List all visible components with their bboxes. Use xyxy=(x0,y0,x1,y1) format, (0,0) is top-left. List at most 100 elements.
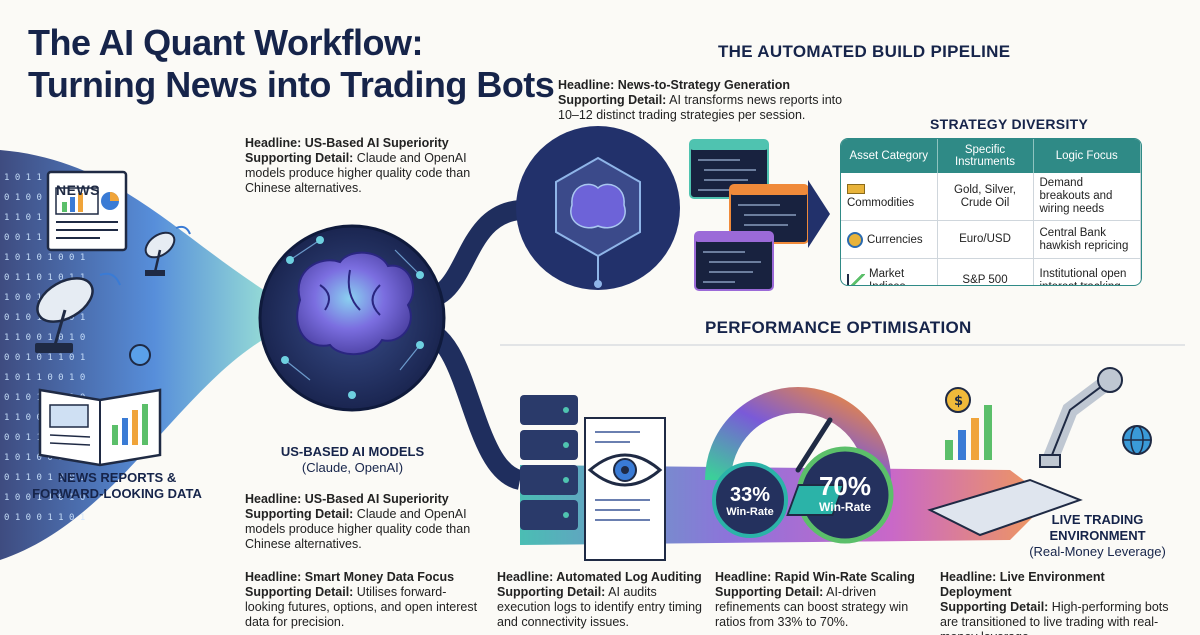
svg-text:0 1 0 0 1 1 0 1: 0 1 0 0 1 1 0 1 xyxy=(4,513,85,523)
eye-icon xyxy=(587,453,663,487)
strategy-diversity-table: Asset Category Specific Instruments Logi… xyxy=(840,138,1142,286)
column-header: Specific Instruments xyxy=(937,139,1034,173)
label-line: LIVE TRADING xyxy=(1051,512,1144,527)
server-icon xyxy=(520,395,578,530)
instruments-cell: Gold, Silver, Crude Oil xyxy=(937,173,1034,221)
table-row: Commodities Gold, Silver, Crude Oil Dema… xyxy=(841,173,1141,221)
network-node-icon xyxy=(129,344,151,366)
win-rate-gauge xyxy=(705,387,894,544)
section-title-pipeline: THE AUTOMATED BUILD PIPELINE xyxy=(718,42,1011,61)
block-detail: AI audits execution logs to identify ent… xyxy=(497,585,702,629)
block-detail: Claude and OpenAI models produce higher … xyxy=(245,151,471,195)
svg-text:1 0 0 1 1 0 1 0: 1 0 0 1 1 0 1 0 xyxy=(4,493,85,503)
svg-text:1 0 1 0 1 0 0 1: 1 0 1 0 1 0 0 1 xyxy=(4,253,85,263)
label-line: FORWARD-LOOKING DATA xyxy=(32,486,202,501)
strategy-brain-icon xyxy=(516,126,680,290)
audit-document-icon xyxy=(584,417,666,561)
svg-text:0 0 1 1 0 1 1 0: 0 0 1 1 0 1 1 0 xyxy=(4,233,85,243)
page-title: The AI Quant Workflow: Turning News into… xyxy=(28,22,555,106)
title-line-1: The AI Quant Workflow: xyxy=(28,22,423,63)
coin-icon xyxy=(847,231,863,248)
win-rate-label: Win-Rate xyxy=(726,506,774,518)
label-line: ENVIRONMENT xyxy=(1049,528,1146,543)
block-detail-label: Supporting Detail: xyxy=(245,151,354,165)
category-name: Market Indices xyxy=(869,267,905,286)
svg-text:0 1 1 0 1 0 0 1: 0 1 1 0 1 0 0 1 xyxy=(4,473,85,483)
svg-text:0 0 1 0 1 1 0 1: 0 0 1 0 1 1 0 1 xyxy=(4,353,85,363)
category-name: Commodities xyxy=(847,196,915,209)
logic-cell: Institutional open interest tracking xyxy=(1033,258,1141,285)
block-detail-label: Supporting Detail: xyxy=(558,93,667,107)
svg-text:1 1 0 1 0 1 0 0: 1 1 0 1 0 1 0 0 xyxy=(4,213,85,223)
block-detail-label: Supporting Detail: xyxy=(940,600,1049,614)
label-line: US-BASED AI MODELS xyxy=(280,444,425,459)
code-window-icon xyxy=(694,231,774,291)
code-window-icon xyxy=(689,139,769,199)
smart-money-block: Headline: Smart Money Data Focus Support… xyxy=(245,570,485,630)
win-rate-label: Win-Rate xyxy=(819,500,871,514)
category-cell: Market Indices xyxy=(841,258,938,286)
block-headline: Headline: Automated Log Auditing xyxy=(497,570,702,584)
win-rate-value: 33% xyxy=(729,484,771,506)
live-deployment-block: Headline: Live Environment Deployment Su… xyxy=(940,570,1175,635)
block-detail: Claude and OpenAI models produce higher … xyxy=(245,507,471,551)
block-detail-label: Supporting Detail: xyxy=(245,585,354,599)
category-cell: Commodities xyxy=(841,173,938,221)
block-headline: Headline: Live Environment Deployment xyxy=(940,570,1105,599)
svg-text:0 1 0 0 1 1 0 1: 0 1 0 0 1 1 0 1 xyxy=(4,193,85,203)
block-detail-label: Supporting Detail: xyxy=(245,507,354,521)
section-title-performance: PERFORMANCE OPTIMISATION xyxy=(705,318,972,337)
live-environment-label: LIVE TRADING ENVIRONMENT (Real-Money Lev… xyxy=(1015,512,1180,560)
table-header-row: Asset Category Specific Instruments Logi… xyxy=(841,139,1141,173)
us-models-label: US-BASED AI MODELS (Claude, OpenAI) xyxy=(270,444,435,476)
table-row: Currencies Euro/USD Central Bank hawkish… xyxy=(841,220,1141,259)
block-headline: Headline: News-to-Strategy Generation xyxy=(558,78,790,92)
gold-bars-icon xyxy=(847,184,865,195)
svg-text:0 1 1 0 1 0 1 1: 0 1 1 0 1 0 1 1 xyxy=(4,273,85,283)
ai-superiority-block-bottom: Headline: US-Based AI Superiority Suppor… xyxy=(245,492,485,552)
column-header: Asset Category xyxy=(841,139,938,173)
category-name: Currencies xyxy=(867,233,923,246)
block-detail: Utilises forward-looking futures, option… xyxy=(245,585,478,629)
globe-icon xyxy=(1122,425,1152,455)
svg-text:1 0 1 1 0 0 1 0: 1 0 1 1 0 0 1 0 xyxy=(4,173,85,183)
win-rate-before-badge: 33% Win-Rate xyxy=(714,484,786,518)
block-detail: AI transforms news reports into 10–12 di… xyxy=(558,93,843,122)
label-line: NEWS REPORTS & xyxy=(57,470,177,485)
win-rate-after-badge: 70% Win-Rate xyxy=(799,472,891,514)
newspaper-icon xyxy=(46,170,128,252)
log-auditing-block: Headline: Automated Log Auditing Support… xyxy=(497,570,702,630)
column-header: Logic Focus xyxy=(1033,139,1141,173)
open-report-icon xyxy=(38,388,162,467)
svg-text:1 1 0 0 1 0 1 0: 1 1 0 0 1 0 1 0 xyxy=(4,333,85,343)
chart-icon xyxy=(847,273,865,285)
block-detail: High-performing bots are transitioned to… xyxy=(940,600,1169,635)
robotic-arm-icon: $ xyxy=(786,367,1123,537)
instruments-cell: S&P 500 xyxy=(937,258,1034,285)
svg-text:1 0 1 1 0 0 1 0: 1 0 1 1 0 0 1 0 xyxy=(4,373,85,383)
title-line-2: Turning News into Trading Bots xyxy=(28,64,555,105)
news-reports-label: NEWS REPORTS & FORWARD-LOOKING DATA xyxy=(22,470,212,502)
arrow-to-table xyxy=(808,180,830,248)
svg-text:1 0 1 0 0 1 1 0: 1 0 1 0 0 1 1 0 xyxy=(4,453,85,463)
section-title-diversity: STRATEGY DIVERSITY xyxy=(930,116,1089,132)
block-headline: Headline: Rapid Win-Rate Scaling xyxy=(715,570,915,584)
svg-text:$: $ xyxy=(954,394,963,409)
block-detail-label: Supporting Detail: xyxy=(497,585,606,599)
category-cell: Currencies xyxy=(841,220,938,259)
win-rate-value: 70% xyxy=(818,471,872,501)
logic-cell: Demand breakouts and wiring needs xyxy=(1033,173,1141,221)
block-headline: Headline: US-Based AI Superiority xyxy=(245,136,449,150)
block-detail: AI-driven refinements can boost strategy… xyxy=(715,585,909,629)
satellite-dish-large-icon xyxy=(35,272,121,353)
label-line: (Claude, OpenAI) xyxy=(301,460,404,475)
logic-cell: Central Bank hawkish repricing xyxy=(1033,220,1141,259)
ai-brain-icon xyxy=(258,224,446,412)
block-headline: Headline: Smart Money Data Focus xyxy=(245,570,455,584)
satellite-dish-icon xyxy=(144,225,191,276)
table-row: Market Indices S&P 500 Institutional ope… xyxy=(841,258,1141,286)
ai-superiority-block-top: Headline: US-Based AI Superiority Suppor… xyxy=(245,136,485,196)
block-detail-label: Supporting Detail: xyxy=(715,585,824,599)
win-rate-block: Headline: Rapid Win-Rate Scaling Support… xyxy=(715,570,925,630)
